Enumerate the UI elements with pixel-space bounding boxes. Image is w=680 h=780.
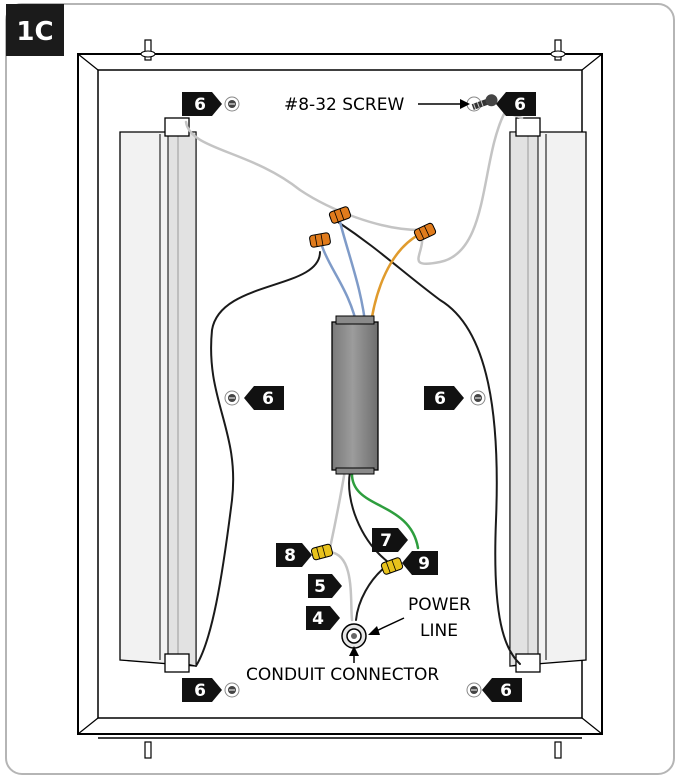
yellow-wire-nut [380, 557, 404, 575]
screw-label: #8-32 SCREW [284, 95, 404, 115]
callout-tag: 6 [182, 92, 222, 116]
screw-icon [470, 390, 486, 406]
callout-tag: 5 [308, 574, 342, 598]
orange-wire-nut [309, 232, 331, 248]
screw-icon [466, 682, 482, 698]
labels: #8-32 SCREW POWER LINE CONDUIT CONNECTOR [246, 95, 471, 685]
gray-wire [328, 468, 347, 550]
right-lamp-assembly [509, 117, 587, 673]
lamp-socket [164, 653, 190, 673]
ballast [331, 315, 379, 475]
loose-screw-icon [471, 94, 498, 110]
step-badge-label: 1C [16, 17, 53, 47]
svg-text:7: 7 [380, 531, 392, 551]
wire-nuts [309, 206, 437, 575]
callout-tag: 6 [182, 678, 222, 702]
svg-text:6: 6 [262, 389, 274, 409]
callout-tag: 9 [402, 551, 438, 575]
green-ground-wire [350, 470, 420, 550]
gray-wire [417, 110, 524, 265]
black-wire [355, 567, 385, 621]
callout-tag: 6 [496, 92, 536, 116]
callout-tag: 6 [244, 386, 284, 410]
svg-text:9: 9 [418, 554, 430, 574]
screws [224, 94, 498, 698]
gray-wire [184, 120, 422, 232]
black-wire [348, 471, 389, 563]
svg-text:6: 6 [194, 95, 206, 115]
gray-wire [328, 550, 354, 622]
svg-text:6: 6 [434, 389, 446, 409]
step-badge: 1C [6, 4, 64, 56]
power-line-label-2: LINE [420, 621, 458, 641]
power-line-arrow [373, 617, 405, 633]
conduit-connector [341, 623, 367, 649]
svg-text:8: 8 [284, 546, 296, 566]
yellow-wire-nut [310, 543, 334, 561]
lamp-socket [515, 117, 541, 137]
left-lamp-assembly [119, 117, 197, 673]
screw-icon [224, 390, 240, 406]
callout-tag: 8 [276, 543, 312, 567]
svg-text:6: 6 [194, 681, 206, 701]
black-wire [195, 251, 321, 667]
screw-icon [224, 682, 240, 698]
screw-icon [224, 96, 240, 112]
callout-tag: 4 [306, 606, 340, 630]
callout-tag: 6 [424, 386, 464, 410]
svg-text:5: 5 [314, 577, 326, 597]
callout-tag: 7 [372, 528, 408, 552]
black-wire [337, 221, 521, 665]
orange-wire-nut [328, 206, 352, 224]
conduit-connector-label: CONDUIT CONNECTOR [246, 665, 439, 685]
orange-wire-nut [413, 222, 437, 242]
power-line-label-1: POWER [408, 595, 471, 615]
callouts: 6 6 6 6 6 6 8 [182, 92, 536, 702]
lamp-socket [164, 117, 190, 137]
svg-text:4: 4 [312, 609, 324, 629]
svg-text:6: 6 [514, 95, 526, 115]
callout-tag: 6 [482, 678, 522, 702]
svg-text:6: 6 [500, 681, 512, 701]
lamp-socket [515, 653, 541, 673]
